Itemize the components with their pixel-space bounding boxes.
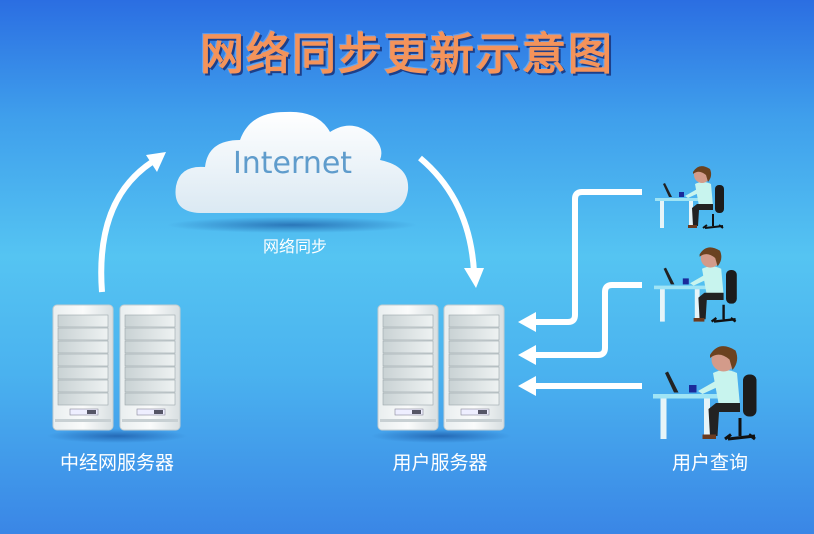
user-query-label: 用户查询 bbox=[671, 452, 748, 474]
query-arrow-3 bbox=[518, 376, 642, 396]
sync-arrow-down bbox=[418, 155, 484, 288]
page-title: 网络同步更新示意图 bbox=[200, 29, 614, 80]
user-server-label: 用户服务器 bbox=[392, 452, 488, 474]
server-icon bbox=[52, 304, 114, 431]
source-server-group bbox=[47, 304, 187, 443]
user-at-desk-icon bbox=[651, 344, 758, 441]
query-arrow-2 bbox=[518, 282, 642, 365]
user-server-group bbox=[371, 304, 511, 443]
internet-label: Internet bbox=[232, 146, 353, 181]
user-at-desk-icon bbox=[654, 165, 725, 229]
source-server-label: 中经网服务器 bbox=[59, 452, 174, 474]
sync-caption: 网络同步 bbox=[262, 237, 327, 256]
query-arrow-1 bbox=[518, 189, 642, 332]
internet-cloud bbox=[167, 111, 417, 233]
sync-arrow-up bbox=[98, 152, 166, 293]
user-at-desk-icon bbox=[652, 246, 738, 323]
server-icon bbox=[377, 304, 439, 431]
server-icon bbox=[119, 304, 181, 431]
server-icon bbox=[443, 304, 505, 431]
